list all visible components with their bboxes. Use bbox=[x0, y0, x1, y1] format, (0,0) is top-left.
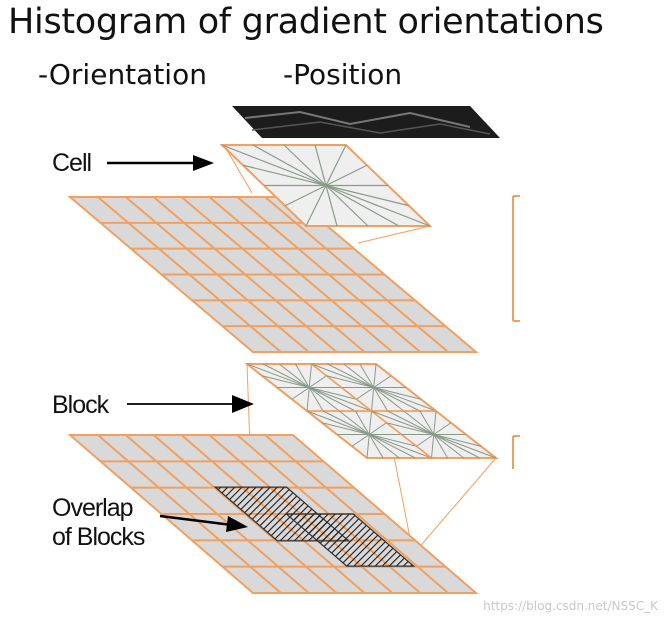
right-bracket-upper bbox=[512, 195, 520, 322]
cell-arrow bbox=[107, 155, 214, 171]
overlap-of-blocks bbox=[213, 486, 416, 567]
overlap-block-b bbox=[284, 513, 416, 567]
right-bracket-lower bbox=[512, 435, 520, 469]
upper-cell-grid bbox=[67, 196, 479, 353]
block-histogram bbox=[244, 363, 499, 459]
subtitle-orientation: -Orientation bbox=[38, 58, 207, 91]
overlap-label-line1: Overlap bbox=[52, 494, 134, 522]
cell-label: Cell bbox=[52, 149, 92, 177]
block-arrow bbox=[127, 395, 254, 413]
overlap-label: Overlap of Blocks bbox=[52, 494, 145, 552]
cell-histogram bbox=[219, 144, 433, 227]
figure-title: Histogram of gradient orientations bbox=[8, 2, 604, 42]
top-image-strip bbox=[232, 106, 500, 138]
overlap-label-line2: of Blocks bbox=[52, 523, 145, 551]
subtitle-position: -Position bbox=[283, 58, 403, 91]
watermark: https://blog.csdn.net/NSSC_K bbox=[483, 599, 658, 613]
block-label: Block bbox=[52, 391, 109, 419]
overlap-arrow bbox=[159, 514, 248, 532]
